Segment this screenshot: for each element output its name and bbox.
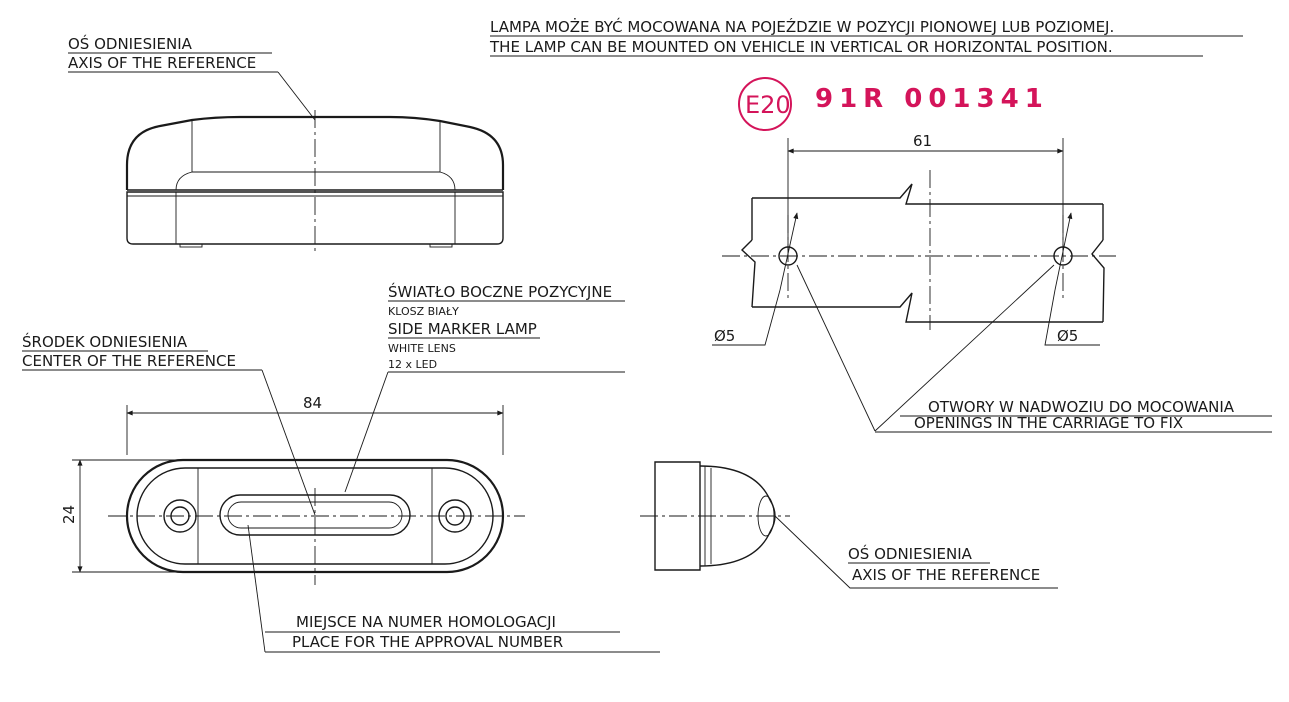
side-view: OŚ ODNIESIENIA AXIS OF THE REFERENCE <box>640 461 1058 589</box>
hole-diameter-right: Ø5 <box>1057 327 1078 345</box>
axis-label-top-pl: OŚ ODNIESIENIA <box>68 34 193 53</box>
openings-label-pl: OTWORY W NADWOZIU DO MOCOWANIA <box>928 398 1235 416</box>
axis-label-side-en: AXIS OF THE REFERENCE <box>852 566 1040 584</box>
lens-pl: KLOSZ BIAŁY <box>388 305 459 318</box>
lamp-type-pl: ŚWIATŁO BOCZNE POZYCYJNE <box>388 282 612 301</box>
center-label-en: CENTER OF THE REFERENCE <box>22 352 236 370</box>
height-dim: 24 <box>60 505 78 524</box>
lens-en: WHITE LENS <box>388 342 456 355</box>
mounting-note-pl: LAMPA MOŻE BYĆ MOCOWANA NA POJEŹDZIE W P… <box>490 17 1114 36</box>
approval-place-pl: MIEJSCE NA NUMER HOMOLOGACJI <box>296 613 556 631</box>
approval-mark: E20 91R 001341 <box>738 77 1049 131</box>
axis-label-side-pl: OŚ ODNIESIENIA <box>848 544 973 563</box>
approval-place-en: PLACE FOR THE APPROVAL NUMBER <box>292 633 563 651</box>
openings-label-en: OPENINGS IN THE CARRIAGE TO FIX <box>914 414 1183 432</box>
lamp-labels: ŚWIATŁO BOCZNE POZYCYJNE KLOSZ BIAŁY SID… <box>22 282 625 516</box>
hole-diameter-left: Ø5 <box>714 327 735 345</box>
mounting-note-en: THE LAMP CAN BE MOUNTED ON VEHICLE IN VE… <box>489 38 1113 56</box>
top-view: OŚ ODNIESIENIA AXIS OF THE REFERENCE <box>68 34 505 252</box>
led-count: 12 x LED <box>388 358 437 371</box>
front-view: 84 24 MIEJSCE NA NUMER HOMOLOGACJI PLACE… <box>60 394 660 653</box>
axis-label-top-en: AXIS OF THE REFERENCE <box>68 54 256 72</box>
lamp-type-en: SIDE MARKER LAMP <box>388 320 537 338</box>
e-mark: E20 <box>745 91 791 119</box>
length-dim: 84 <box>303 394 322 412</box>
center-label-pl: ŚRODEK ODNIESIENIA <box>22 332 188 351</box>
mounting-holes-view: 61 Ø5 Ø5 OTWORY W NADWOZIU DO MOCOWANIA … <box>712 132 1272 433</box>
hole-spacing-dim: 61 <box>913 132 932 150</box>
approval-number: 91R 001341 <box>815 84 1049 114</box>
